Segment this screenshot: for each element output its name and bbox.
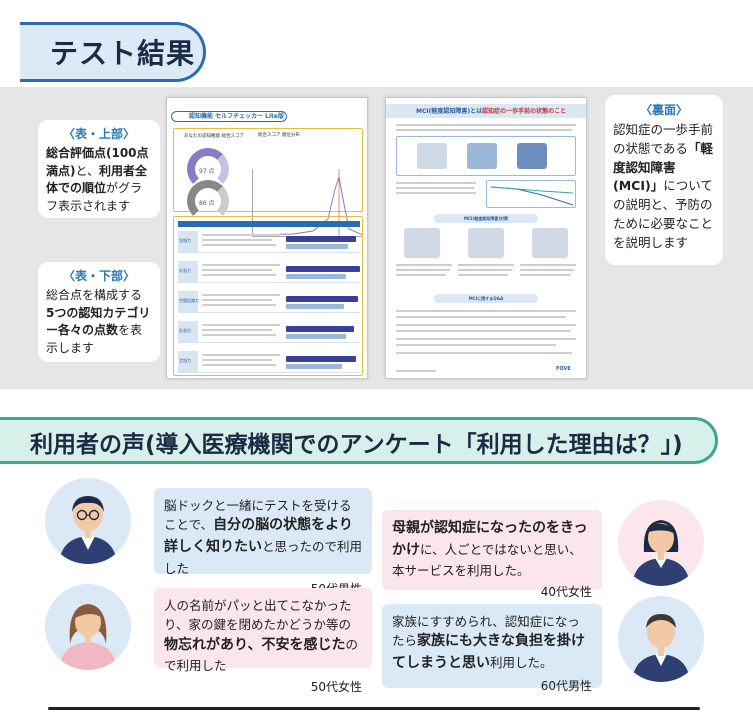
- report-front-thumbnail: 認知機能 セルフチェッカー Lite版 あなたの認知機能 総合スコア 総合スコア…: [166, 97, 368, 379]
- voice-3-highlight: 物忘れがあり、不安を感じた: [164, 636, 346, 653]
- avatar-woman-50s: [45, 584, 131, 670]
- callout-front-upper: 〈表・上部〉 総合評価点(100点満点)と、利用者全体での順位がグラフ表示されま…: [38, 120, 160, 218]
- average-score-value: 86 点: [199, 200, 215, 207]
- report-back-title: MCI(軽度認知障害)とは認知症の一歩手前の状態のこと: [416, 108, 567, 115]
- mci-diagram: [396, 136, 576, 176]
- score-caption: あなたの認知機能 総合スコア: [184, 134, 244, 139]
- mci-qa-heading: MCIに関するQ&A: [434, 294, 538, 303]
- mci-trend-graph: [486, 180, 576, 208]
- callout-front-upper-title: 〈表・上部〉: [62, 127, 135, 141]
- voice-3-respondent: 50代女性: [310, 679, 362, 694]
- voice-bubble-3: 人の名前がパッと出てこなかったり、家の鍵を閉めたかどうか等の物忘れがあり、不安を…: [154, 588, 372, 694]
- category-row: 空間認識力: [178, 291, 360, 313]
- avatar-man-50s: [45, 478, 131, 564]
- section-tab-test-results: [20, 22, 206, 82]
- section-title-test-results: テスト結果: [50, 37, 196, 70]
- avatar-man-60s: [618, 596, 704, 682]
- callout-front-upper-bold1: 総合評価点(100点満点): [46, 146, 149, 178]
- category-row: 言語力: [178, 351, 360, 373]
- callout-back-bold: 「軽度認知障害(MCI)」: [613, 140, 713, 194]
- total-score-value: 97 点: [199, 168, 215, 175]
- report-front-header: 認知機能 セルフチェッカー Lite版: [189, 113, 284, 120]
- voice-4-respondent: 60代男性: [540, 678, 592, 693]
- voice-bubble-4: 家族にすすめられ、認知症になったら家族にも大きな負担を掛けてしまうと思い利用した…: [382, 604, 602, 693]
- report-front-banner: [171, 111, 287, 122]
- callout-front-lower-title: 〈表・下部〉: [62, 269, 135, 283]
- report-back-thumbnail: MCI(軽度認知障害)とは認知症の一歩手前の状態のこと MCI(軽度認知障害)対…: [385, 97, 587, 379]
- chart-caption: 総合スコア 順位分布: [258, 133, 300, 138]
- mci-measures-heading: MCI(軽度認知障害)対策: [434, 214, 538, 223]
- callout-front-upper-bold2: 利用者全体での順位: [46, 163, 148, 196]
- average-score-gauge: [187, 180, 229, 222]
- category-row: 計画力: [178, 321, 360, 343]
- report-front-lower-section: 記憶力 計画力 空間認識力 計画力 言語力: [173, 216, 363, 376]
- callout-back: 〈裏面〉 認知症の一歩手前の状態である「軽度認知障害(MCI)」についての説明と…: [605, 95, 723, 265]
- voice-bubble-1: 脳ドックと一緒にテストを受けることで、自分の脳の状態をより詳しく知りたいと思った…: [154, 488, 372, 596]
- callout-front-lower: 〈表・下部〉 総合点を構成する 5つの認知カテゴリー各々の点数を表示します: [38, 262, 160, 362]
- voice-1-highlight: 自分の脳の状態をより詳しく知りたい: [164, 517, 353, 556]
- voice-bubble-2: 母親が認知症になったのをきっかけに、人ごとではないと思い、本サービスを利用した。…: [382, 510, 602, 599]
- total-score-gauge: [187, 148, 229, 190]
- voice-2-highlight: 母親が認知症になったのをきっかけ: [392, 520, 588, 558]
- section-title-user-voices: 利用者の声(導入医療機関でのアンケート「利用した理由は？」): [30, 432, 683, 458]
- callout-front-lower-bold: 5つの認知カテゴリー各々の点数: [46, 305, 151, 338]
- section-tab-user-voices: [0, 417, 718, 464]
- category-row: 計画力: [178, 261, 360, 283]
- voice-2-respondent: 40代女性: [540, 584, 592, 599]
- category-row: 記憶力: [178, 231, 360, 253]
- callout-back-title: 〈裏面〉: [639, 103, 688, 117]
- brand-logo: FOVE: [556, 366, 571, 372]
- avatar-woman-40s: [618, 500, 704, 586]
- bottom-divider: [48, 707, 700, 710]
- voice-4-highlight: 家族にも大きな負担を掛けてしまうと思い: [392, 633, 586, 672]
